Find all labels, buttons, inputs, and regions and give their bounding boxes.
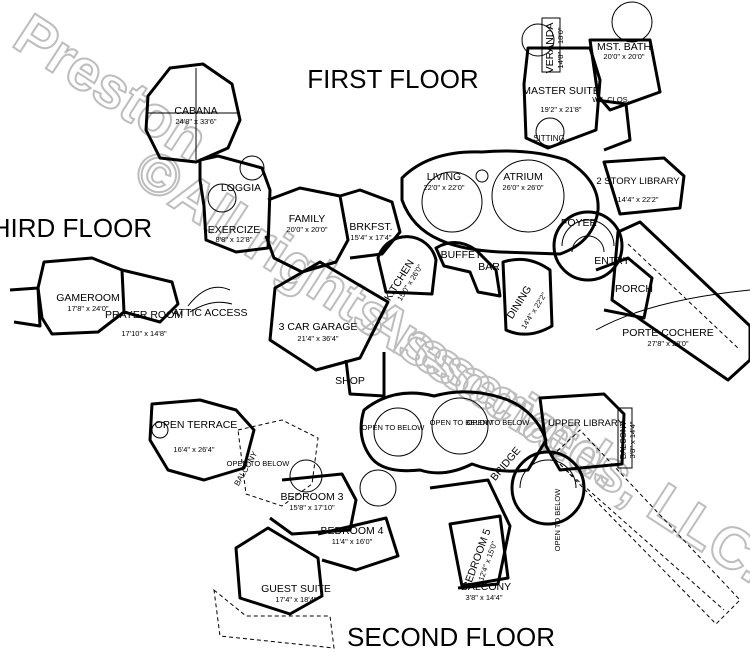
room-attic-name: ATTIC ACCESS bbox=[172, 307, 247, 319]
room-bedroom3-name: BEDROOM 3 bbox=[280, 491, 343, 503]
room-living-name: LIVING bbox=[427, 171, 461, 183]
room-mst-bath-name: MST. BATH bbox=[597, 41, 651, 53]
svg-text:Preston: Preston bbox=[3, 1, 220, 173]
room-bridge-name: BRIDGE bbox=[488, 445, 523, 484]
room-guest-suite-name: GUEST SUITE bbox=[261, 583, 331, 595]
room-guest-suite-dim: 17'4" x 18'4" bbox=[275, 595, 316, 604]
room-veranda-dim: 14'8" x 18'0" bbox=[556, 27, 565, 68]
room-cabana-name: CABANA bbox=[174, 105, 217, 117]
open-below-1: OPEN TO BELOW bbox=[362, 423, 426, 432]
room-mst-bath-dim: 20'0" x 20'0" bbox=[603, 52, 644, 61]
room-family-dim: 20'0" x 20'0" bbox=[286, 225, 327, 234]
room-porte-cochere-name: PORTE COCHERE bbox=[622, 327, 713, 339]
room-balcony-right-name: BALCONY bbox=[619, 420, 628, 459]
room-atrium-name: ATRIUM bbox=[503, 171, 542, 183]
first-floor-walls bbox=[144, 1, 750, 398]
third-floor-walls bbox=[9, 256, 233, 336]
room-prayer-dim: 17'10" x 14'8" bbox=[121, 329, 167, 338]
room-bedroom3-dim: 15'8" x 17'10" bbox=[289, 503, 335, 512]
room-family-name: FAMILY bbox=[289, 213, 326, 225]
room-buffet-name: BUFFET bbox=[441, 249, 482, 261]
first-floor-title: FIRST FLOOR bbox=[307, 64, 478, 94]
room-wi-clos-name: W.I. CLOS. bbox=[592, 95, 630, 104]
room-bar-name: BAR bbox=[478, 261, 500, 273]
second-floor-title: SECOND FLOOR bbox=[347, 622, 555, 652]
room-balcony-bottom-name: BALCONY bbox=[461, 581, 511, 593]
room-atrium-dim: 26'0" x 26'0" bbox=[502, 183, 543, 192]
room-living-dim: 22'0" x 22'0" bbox=[423, 183, 464, 192]
room-veranda-name: VERANDA bbox=[544, 23, 556, 74]
open-below-right: OPEN TO BELOW bbox=[553, 488, 562, 552]
room-master-suite-name: MASTER SUITE bbox=[522, 85, 600, 97]
room-exercize-dim: 8'8" x 12'8" bbox=[216, 235, 253, 244]
room-balcony-right-dim: 3'8" x 14'4" bbox=[628, 421, 637, 458]
room-master-suite-dim: 19'2" x 21'8" bbox=[540, 105, 581, 114]
room-open-terrace-name: OPEN TERRACE bbox=[155, 419, 238, 431]
second-floor-walls bbox=[148, 390, 741, 649]
room-brkfst-dim: 15'4" x 17'4" bbox=[350, 233, 391, 242]
room-library-dim: 14'4" x 22'2" bbox=[617, 195, 658, 204]
room-bedroom4-dim: 11'4" x 16'0" bbox=[332, 537, 373, 546]
room-balcony-bottom-dim: 3'8" x 14'4" bbox=[466, 593, 503, 602]
room-porte-cochere-dim: 27'8" x 28'0" bbox=[647, 339, 688, 348]
room-sitting-name: SITTING bbox=[533, 134, 565, 143]
room-brkfst-name: BRKFST. bbox=[349, 221, 392, 233]
open-below-2: OPEN TO BELOW bbox=[430, 418, 494, 427]
third-floor-title: THIRD FLOOR bbox=[0, 213, 152, 243]
room-cabana-dim: 24'8" x 33'6" bbox=[175, 117, 216, 126]
room-open-terrace-dim: 16'4" x 26'4" bbox=[173, 445, 214, 454]
room-library-name: 2 STORY LIBRARY bbox=[596, 176, 680, 187]
room-gameroom-dim: 17'8" x 24'0" bbox=[67, 304, 108, 313]
room-shop-name: SHOP bbox=[335, 375, 365, 387]
room-porch-name: PORCH bbox=[615, 283, 653, 295]
room-garage-dim: 21'4" x 36'4" bbox=[297, 334, 338, 343]
room-gameroom-name: GAMEROOM bbox=[56, 292, 120, 304]
room-upper-library-name: UPPER LIBRARY bbox=[548, 418, 625, 429]
room-entry-name: ENTRY bbox=[594, 255, 629, 267]
room-garage-name: 3 CAR GARAGE bbox=[279, 321, 358, 333]
room-foyer-name: FOYER bbox=[561, 217, 598, 229]
room-loggia-name: LOGGIA bbox=[221, 182, 261, 194]
room-bedroom4-name: BEDROOM 4 bbox=[320, 525, 383, 537]
room-exercize-name: EXERCIZE bbox=[208, 224, 261, 236]
open-below-left: OPEN TO BELOW bbox=[227, 459, 291, 468]
room-prayer-name: PRAYER ROOM bbox=[105, 309, 183, 321]
open-below-3: OPEN TO BELOW bbox=[467, 418, 531, 427]
